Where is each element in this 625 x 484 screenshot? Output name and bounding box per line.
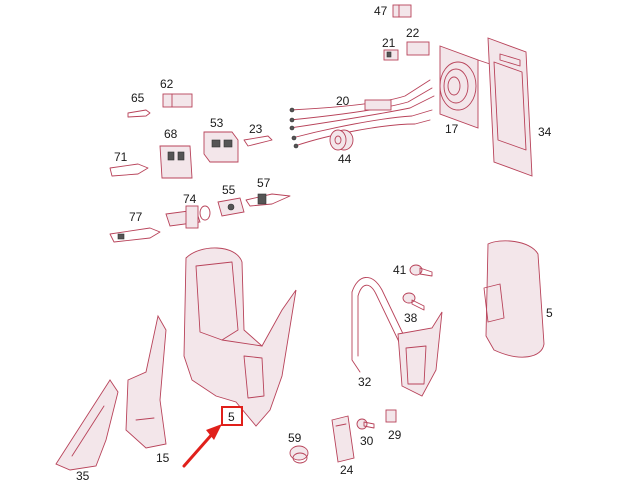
part-29-drawing — [385, 409, 397, 423]
part-label-55: 55 — [222, 183, 236, 197]
part-47-drawing — [392, 4, 412, 18]
part-59-drawing — [289, 445, 309, 464]
part-label-71: 71 — [114, 150, 128, 164]
part-label-68: 68 — [164, 127, 178, 141]
part-38-drawing — [402, 292, 425, 311]
part-65-drawing — [127, 109, 151, 118]
part-label-5-right: 5 — [546, 306, 553, 320]
part-label-59: 59 — [288, 431, 302, 445]
part-17-drawing — [439, 45, 491, 129]
part-71-drawing — [109, 163, 149, 177]
callout-arrow — [182, 424, 222, 468]
part-62-drawing — [162, 93, 193, 108]
part-41-drawing — [409, 264, 433, 277]
part-label-30: 30 — [360, 434, 374, 448]
part-label-74: 74 — [183, 192, 197, 206]
part-label-62: 62 — [160, 77, 174, 91]
part-label-23: 23 — [249, 122, 263, 136]
part-label-77: 77 — [129, 210, 143, 224]
part-label-29: 29 — [388, 428, 402, 442]
part-label-57: 57 — [257, 176, 271, 190]
part-35-drawing — [55, 379, 119, 471]
part-30-drawing — [356, 418, 375, 430]
part-44-drawing — [329, 129, 354, 151]
part-57-drawing — [245, 193, 291, 207]
part-label-38: 38 — [404, 311, 418, 325]
part-68-drawing — [159, 145, 193, 179]
part-label-15: 15 — [156, 451, 170, 465]
part-55-drawing — [217, 197, 245, 217]
part-label-24: 24 — [340, 463, 354, 477]
part-23-drawing — [243, 135, 273, 147]
part-label-32: 32 — [358, 375, 372, 389]
part-label-5-callout: 5 — [228, 410, 235, 424]
part-label-22: 22 — [406, 26, 420, 40]
part-label-21: 21 — [382, 36, 396, 50]
part-label-44: 44 — [338, 152, 352, 166]
part-5-mirror-housing-drawing — [183, 247, 297, 427]
part-label-34: 34 — [538, 125, 552, 139]
part-label-17: 17 — [445, 122, 459, 136]
highlight-callout-box: 5 — [221, 406, 243, 426]
part-32-drawing — [351, 277, 443, 397]
part-label-53: 53 — [210, 116, 224, 130]
part-label-47: 47 — [374, 4, 388, 18]
part-77-drawing — [109, 227, 161, 243]
part-34-mirror-glass-drawing — [487, 37, 533, 177]
part-label-65: 65 — [131, 91, 145, 105]
part-label-41: 41 — [393, 263, 407, 277]
part-74-drawing — [165, 205, 211, 229]
part-15-drawing — [125, 314, 167, 449]
part-20-harness-drawing — [289, 79, 435, 149]
part-5-right-cover-drawing — [483, 240, 545, 358]
part-label-35: 35 — [76, 469, 90, 483]
part-21-drawing — [383, 49, 399, 61]
part-22-drawing — [406, 41, 430, 56]
part-53-drawing — [203, 131, 239, 163]
part-24-drawing — [331, 415, 355, 463]
part-label-20: 20 — [336, 94, 350, 108]
